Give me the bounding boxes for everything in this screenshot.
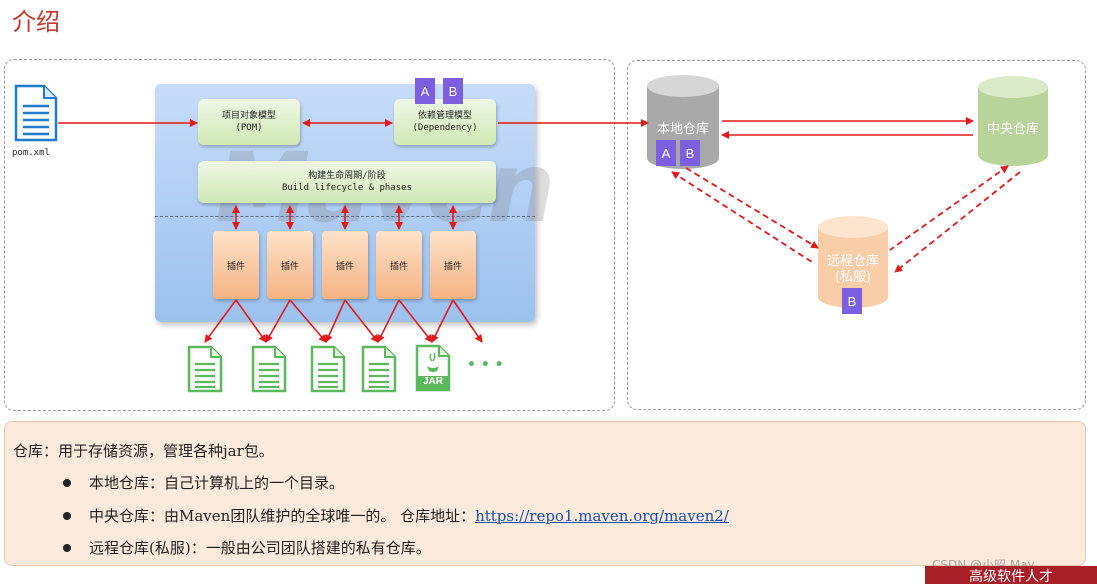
artifact-a-badge: A	[415, 78, 435, 104]
pom-model-line1: 项目对象模型	[221, 111, 276, 121]
page-title: 介绍	[12, 8, 60, 36]
pom-model-line2: (POM)	[235, 123, 263, 133]
plugin-box: 插件	[376, 231, 422, 299]
bullet	[63, 512, 71, 520]
bullet	[63, 479, 71, 487]
plugin-box: 插件	[322, 231, 368, 299]
remote-repo-cylinder	[818, 216, 888, 308]
pom-file-icon	[14, 84, 58, 142]
plugin-box: 插件	[267, 231, 313, 299]
maven-panel	[4, 59, 615, 411]
output-file-icon	[187, 345, 223, 397]
info-intro: 仓库：用于存储资源，管理各种jar包。	[13, 442, 274, 460]
bullet	[63, 544, 71, 552]
plugin-box: 插件	[430, 231, 476, 299]
output-file-icon	[251, 345, 287, 397]
pom-model-box: 项目对象模型 (POM)	[198, 99, 300, 145]
lifecycle-line1: 构建生命周期/阶段	[308, 171, 386, 181]
local-artifact-a-badge: A	[656, 140, 676, 166]
info-remote: 远程仓库(私服)：一般由公司团队搭建的私有仓库。	[89, 539, 431, 557]
dependency-model-box: 依赖管理模型 (Dependency)	[394, 99, 496, 145]
jar-label: JAR	[422, 376, 443, 387]
more-ellipsis: • • •	[467, 357, 504, 373]
footer-slogan: 高级软件人才	[969, 569, 1053, 585]
info-central: 中央仓库：由Maven团队维护的全球唯一的。 仓库地址：https://repo…	[89, 505, 729, 526]
info-central-text: 中央仓库：由Maven团队维护的全球唯一的。 仓库地址：	[89, 507, 476, 525]
remote-repo-label-line1: 远程仓库	[826, 254, 879, 269]
central-repo-cylinder	[978, 76, 1048, 166]
diagram-arrows	[58, 117, 1021, 343]
dependency-model-line2: (Dependency)	[412, 123, 478, 133]
local-repo-label: 本地仓库	[656, 122, 709, 137]
lifecycle-line2: Build lifecycle & phases	[281, 183, 413, 193]
local-artifact-b-badge: B	[680, 140, 700, 166]
output-file-icon	[310, 345, 346, 397]
artifact-b-badge: B	[443, 78, 463, 104]
repository-panel	[627, 60, 1086, 410]
jar-file-icon	[415, 344, 451, 392]
central-repo-label: 中央仓库	[986, 122, 1039, 137]
footer-band: 高级软件人才	[925, 566, 1097, 585]
dependency-model-line1: 依赖管理模型	[417, 111, 472, 121]
info-local: 本地仓库：自己计算机上的一个目录。	[89, 474, 345, 492]
lifecycle-box: 构建生命周期/阶段 Build lifecycle & phases	[198, 161, 496, 203]
remote-repo-label-line2: (私服)	[834, 270, 872, 285]
info-box: 仓库：用于存储资源，管理各种jar包。 本地仓库：自己计算机上的一个目录。 中央…	[4, 421, 1086, 566]
remote-artifact-b-badge: B	[842, 288, 862, 314]
remote-repo-label: 远程仓库 (私服)	[817, 254, 889, 286]
pom-file-label: pom.xml	[12, 148, 50, 158]
plugin-box: 插件	[213, 231, 259, 299]
central-repo-link[interactable]: https://repo1.maven.org/maven2/	[475, 507, 729, 525]
output-file-icon	[361, 345, 397, 397]
